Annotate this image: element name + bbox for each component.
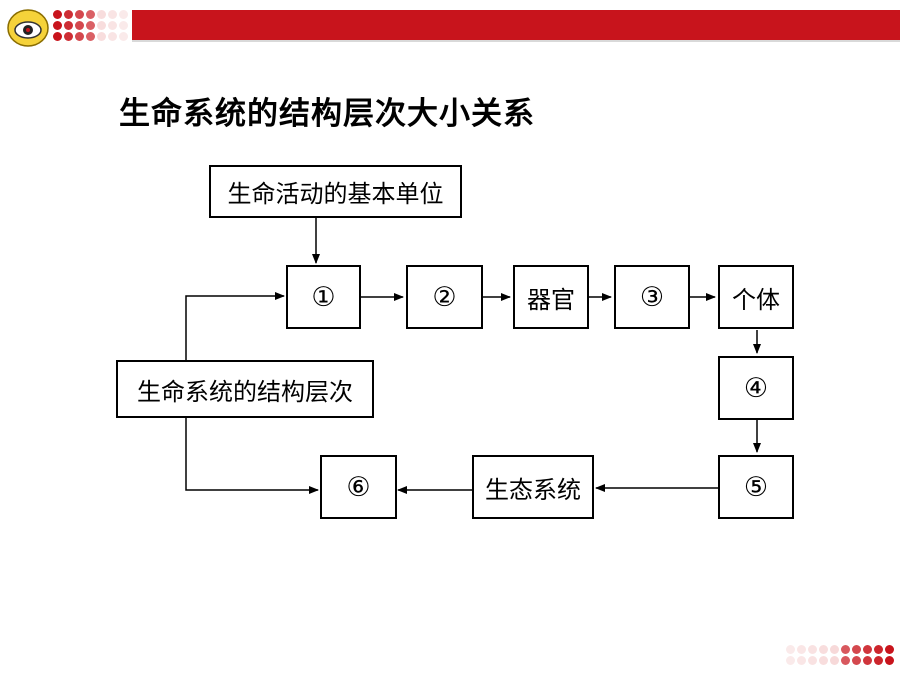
- decorative-dot: [108, 32, 117, 41]
- decorative-dot: [108, 21, 117, 30]
- decorative-dot: [885, 645, 894, 654]
- level-5-box: ⑤: [718, 455, 794, 519]
- decorative-dot: [786, 656, 795, 665]
- basic-unit-box: 生命活动的基本单位: [209, 165, 462, 218]
- decorative-dot: [808, 656, 817, 665]
- decorative-dot: [86, 32, 95, 41]
- decorative-dot: [119, 32, 128, 41]
- arrow-root-to-n6: [185, 418, 319, 494]
- decorative-dot: [874, 656, 883, 665]
- decorative-dot: [53, 10, 62, 19]
- header-banner: [132, 10, 900, 40]
- level-4-box: ④: [718, 356, 794, 420]
- decorative-dot: [863, 645, 872, 654]
- decorative-dot: [786, 645, 795, 654]
- decorative-dot: [108, 10, 117, 19]
- decorative-dot: [119, 10, 128, 19]
- decorative-dot: [119, 21, 128, 30]
- decorative-dot: [97, 10, 106, 19]
- decorative-dot: [86, 21, 95, 30]
- decorative-dot: [64, 32, 73, 41]
- decorative-dot: [64, 21, 73, 30]
- decorative-dot: [819, 645, 828, 654]
- decorative-dot: [830, 645, 839, 654]
- decorative-dot: [885, 656, 894, 665]
- decorative-dot: [830, 656, 839, 665]
- decorative-dot: [852, 645, 861, 654]
- decorative-dot: [53, 32, 62, 41]
- level-3-box: ③: [614, 265, 690, 329]
- decorative-dot: [808, 645, 817, 654]
- level-2-box: ②: [406, 265, 483, 329]
- level-6-box: ⑥: [320, 455, 397, 519]
- decorative-dot: [53, 21, 62, 30]
- ecosystem-box: 生态系统: [472, 455, 594, 519]
- decorative-dot: [97, 21, 106, 30]
- decorative-dot: [874, 645, 883, 654]
- decorative-dot: [852, 656, 861, 665]
- decorative-dot: [97, 32, 106, 41]
- decorative-dot: [797, 656, 806, 665]
- individual-box: 个体: [718, 265, 794, 329]
- decorative-dot: [75, 21, 84, 30]
- decorative-dot: [64, 10, 73, 19]
- decorative-dot: [86, 10, 95, 19]
- arrow-root-to-n1: [185, 292, 285, 360]
- decorative-dot: [841, 656, 850, 665]
- decorative-dot: [75, 10, 84, 19]
- decorative-dot: [819, 656, 828, 665]
- level-1-box: ①: [286, 265, 361, 329]
- header-divider: [132, 40, 900, 42]
- root-box: 生命系统的结构层次: [116, 360, 374, 418]
- decorative-dot: [797, 645, 806, 654]
- page-title: 生命系统的结构层次大小关系: [119, 96, 535, 132]
- decorative-dot: [75, 32, 84, 41]
- organ-box: 器官: [513, 265, 589, 329]
- school-logo: [6, 8, 50, 48]
- decorative-dot: [841, 645, 850, 654]
- decorative-dot: [863, 656, 872, 665]
